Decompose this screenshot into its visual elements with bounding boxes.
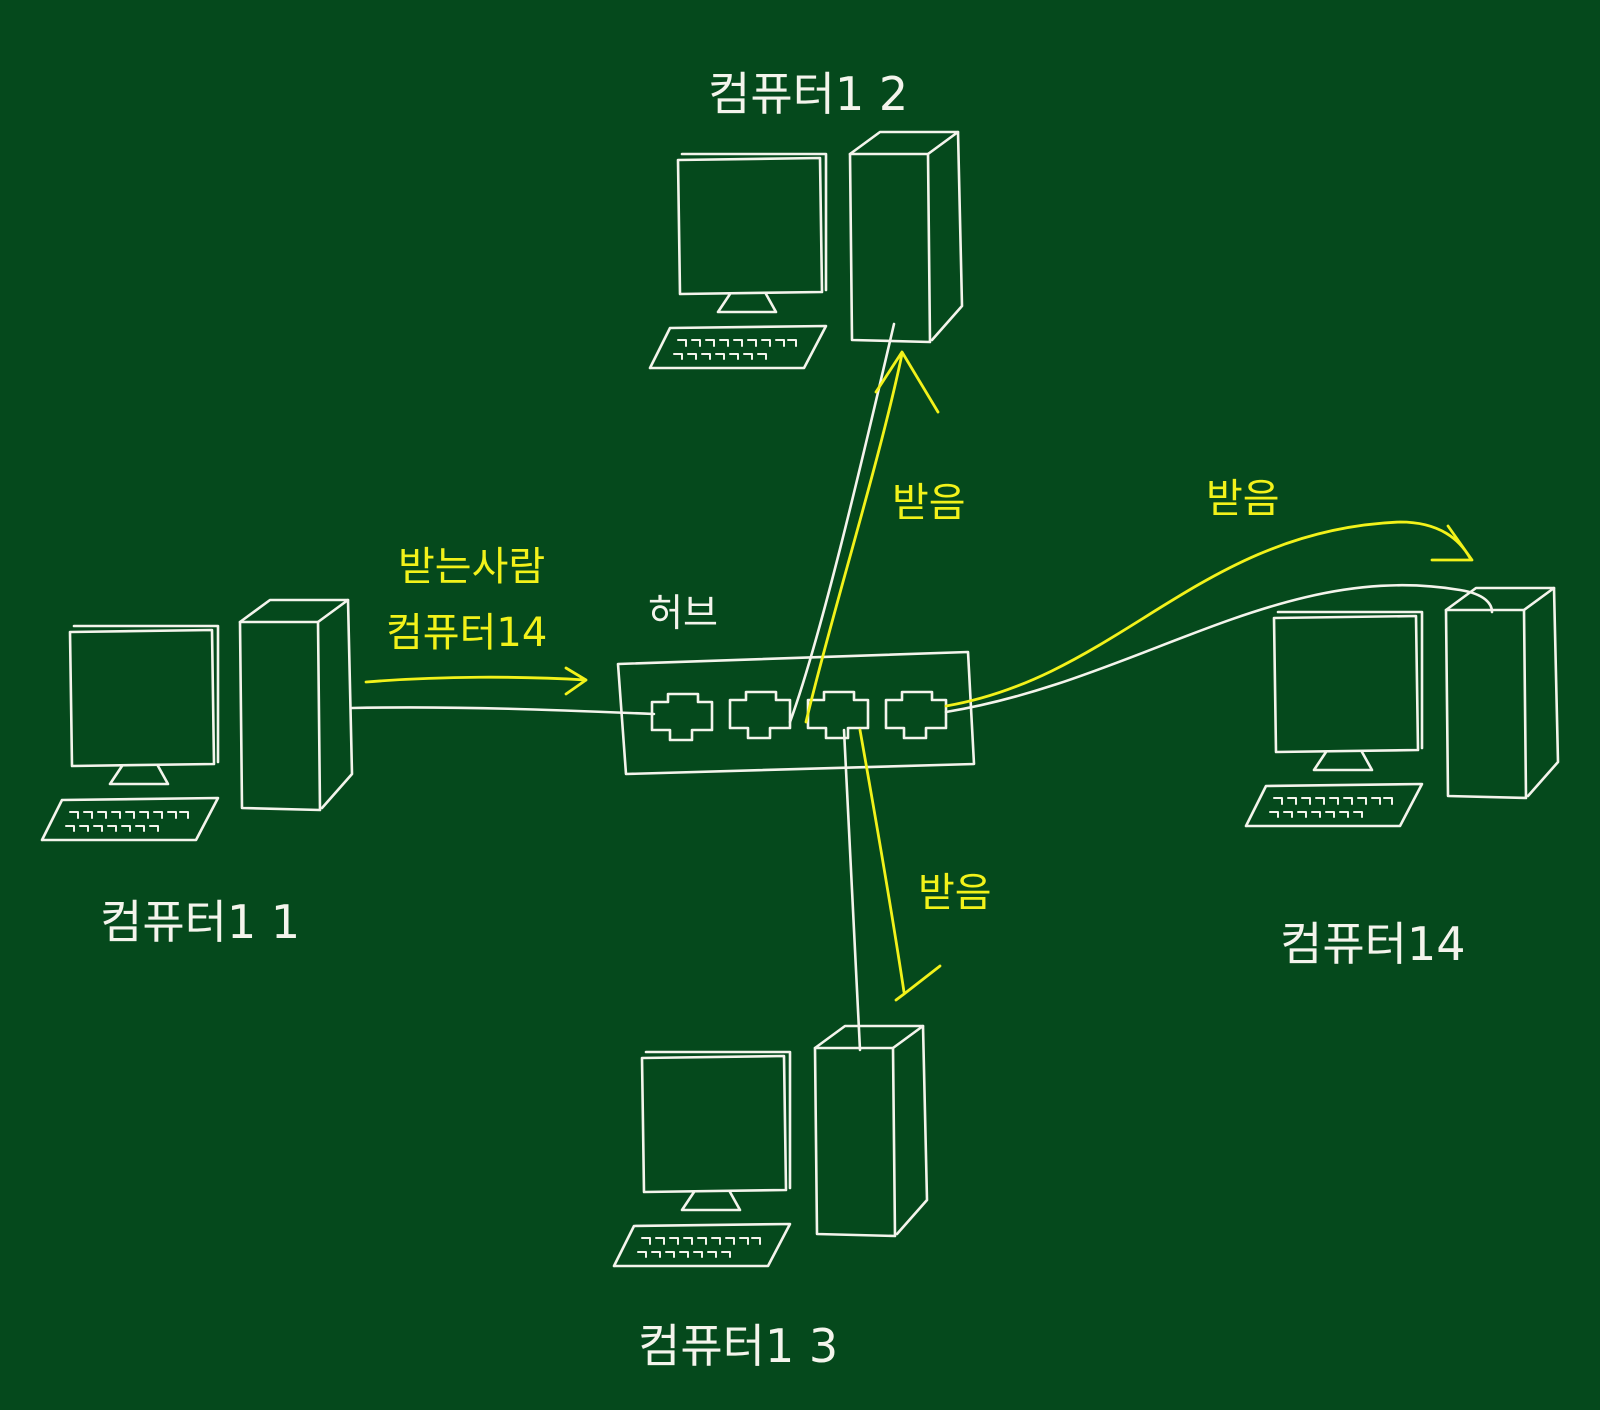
computer-1 [40,598,354,842]
cable-computer-2 [788,322,896,724]
arrow-send [364,666,588,696]
received-label-computer-4: 받음 [1206,476,1280,522]
arrow-to-computer-3 [858,728,942,1002]
hub-port-1 [650,692,714,742]
message-recipient-line2: 컴퓨터14 [386,610,547,656]
computer-4 [1244,586,1560,828]
arrow-to-computer-2 [804,350,940,724]
computer-3-label: 컴퓨터1 3 [638,1319,838,1373]
message-recipient-line1: 받는사람 [398,544,545,590]
computer-2 [648,130,964,370]
computer-2-label: 컴퓨터1 2 [708,67,908,121]
computer-4-label: 컴퓨터14 [1280,917,1466,971]
received-label-computer-2: 받음 [892,480,966,526]
cable-computer-1 [350,706,656,716]
received-label-computer-3: 받음 [918,870,992,916]
computer-1-label: 컴퓨터1 1 [100,895,300,949]
cable-computer-3 [842,728,862,1052]
cable-computer-4 [944,584,1494,714]
hub-port-2 [728,690,792,740]
computer-3 [612,1024,929,1268]
hub-label: 허브 [648,591,718,635]
hub-port-4 [884,690,948,740]
arrow-to-computer-4 [944,520,1474,708]
hub [616,650,976,776]
